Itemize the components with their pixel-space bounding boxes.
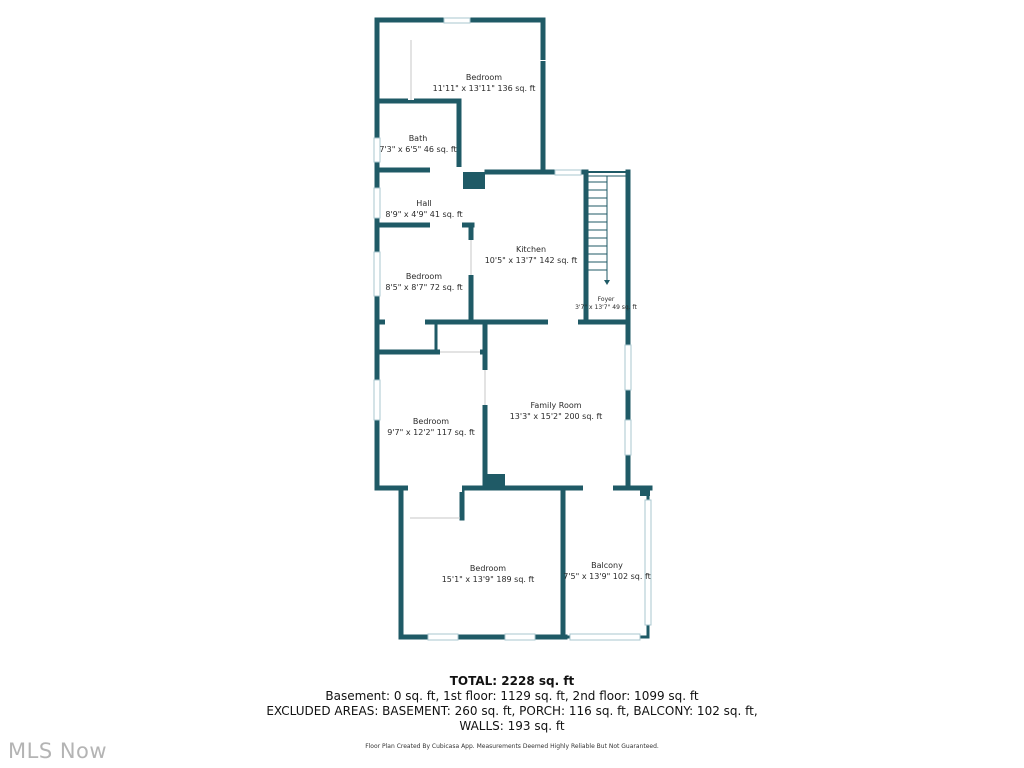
room-label-bedroom-top: Bedroom 11'11" x 13'11" 136 sq. ft bbox=[433, 72, 536, 94]
window bbox=[624, 344, 632, 391]
window bbox=[443, 17, 471, 24]
room-label-family-room: Family Room 13'3" x 15'2" 200 sq. ft bbox=[510, 400, 603, 422]
room-name: Bedroom bbox=[412, 417, 450, 426]
room-dims: 8'9" x 4'9" 41 sq. ft bbox=[385, 210, 463, 219]
room-name: Bedroom bbox=[465, 73, 503, 82]
room-label-bedroom-left: Bedroom 9'7" x 12'2" 117 sq. ft bbox=[387, 416, 475, 438]
stair-arrow-icon bbox=[604, 280, 610, 285]
room-dims: 3'7" x 13'7" 49 sq. ft bbox=[575, 304, 637, 311]
room-name: Hall bbox=[416, 199, 432, 208]
room-name: Bath bbox=[408, 134, 428, 143]
excluded-areas: EXCLUDED AREAS: BASEMENT: 260 sq. ft, PO… bbox=[266, 704, 758, 718]
disclaimer-text: Floor Plan Created By Cubicasa App. Meas… bbox=[365, 743, 659, 750]
room-dims: 8'5" x 8'7" 72 sq. ft bbox=[385, 283, 463, 292]
window bbox=[624, 419, 632, 456]
window bbox=[504, 633, 536, 641]
room-label-foyer: Foyer 3'7" x 13'7" 49 sq. ft bbox=[575, 296, 637, 312]
post-family bbox=[485, 474, 505, 488]
window bbox=[373, 379, 381, 421]
room-name: Bedroom bbox=[405, 272, 443, 281]
room-label-bedroom-bottom: Bedroom 15'1" x 13'9" 189 sq. ft bbox=[442, 563, 535, 585]
room-label-bedroom-small: Bedroom 8'5" x 8'7" 72 sq. ft bbox=[385, 271, 462, 293]
floor-plan bbox=[373, 17, 653, 641]
chimney-block bbox=[463, 172, 485, 189]
room-dims: 7'3" x 6'5" 46 sq. ft bbox=[379, 145, 457, 154]
walls-area: WALLS: 193 sq. ft bbox=[459, 719, 565, 733]
area-summary: TOTAL: 2228 sq. ft Basement: 0 sq. ft, 1… bbox=[0, 674, 1024, 734]
room-name: Balcony bbox=[591, 561, 623, 570]
window bbox=[569, 633, 641, 641]
room-dims: 11'11" x 13'11" 136 sq. ft bbox=[432, 84, 536, 93]
room-label-bath: Bath 7'3" x 6'5" 46 sq. ft bbox=[379, 133, 456, 155]
room-label-kitchen: Kitchen 10'5" x 13'7" 142 sq. ft bbox=[485, 244, 578, 266]
window bbox=[373, 251, 381, 297]
wall-top-bedroom bbox=[374, 17, 546, 175]
room-dims: 7'5" x 13'9" 102 sq. ft bbox=[563, 572, 651, 581]
total-area: TOTAL: 2228 sq. ft bbox=[449, 674, 575, 688]
room-name: Foyer bbox=[597, 296, 615, 303]
window bbox=[373, 137, 381, 163]
wall-bath-top bbox=[374, 98, 462, 173]
window bbox=[427, 633, 459, 641]
room-dims: 10'5" x 13'7" 142 sq. ft bbox=[484, 256, 578, 265]
room-dims: 15'1" x 13'9" 189 sq. ft bbox=[441, 575, 535, 584]
post-balcony bbox=[640, 486, 650, 496]
floor-breakdown: Basement: 0 sq. ft, 1st floor: 1129 sq. … bbox=[325, 689, 699, 703]
room-label-balcony: Balcony 7'5" x 13'9" 102 sq. ft bbox=[563, 560, 651, 582]
room-name: Bedroom bbox=[469, 564, 507, 573]
room-name: Family Room bbox=[530, 401, 582, 410]
room-label-hall: Hall 8'9" x 4'9" 41 sq. ft bbox=[385, 198, 462, 220]
window bbox=[554, 169, 582, 176]
window bbox=[373, 187, 381, 219]
mls-now-watermark: MLS Now bbox=[8, 739, 108, 763]
room-dims: 13'3" x 15'2" 200 sq. ft bbox=[509, 412, 603, 421]
room-name: Kitchen bbox=[515, 245, 547, 254]
window bbox=[644, 499, 652, 626]
room-dims: 9'7" x 12'2" 117 sq. ft bbox=[387, 428, 475, 437]
